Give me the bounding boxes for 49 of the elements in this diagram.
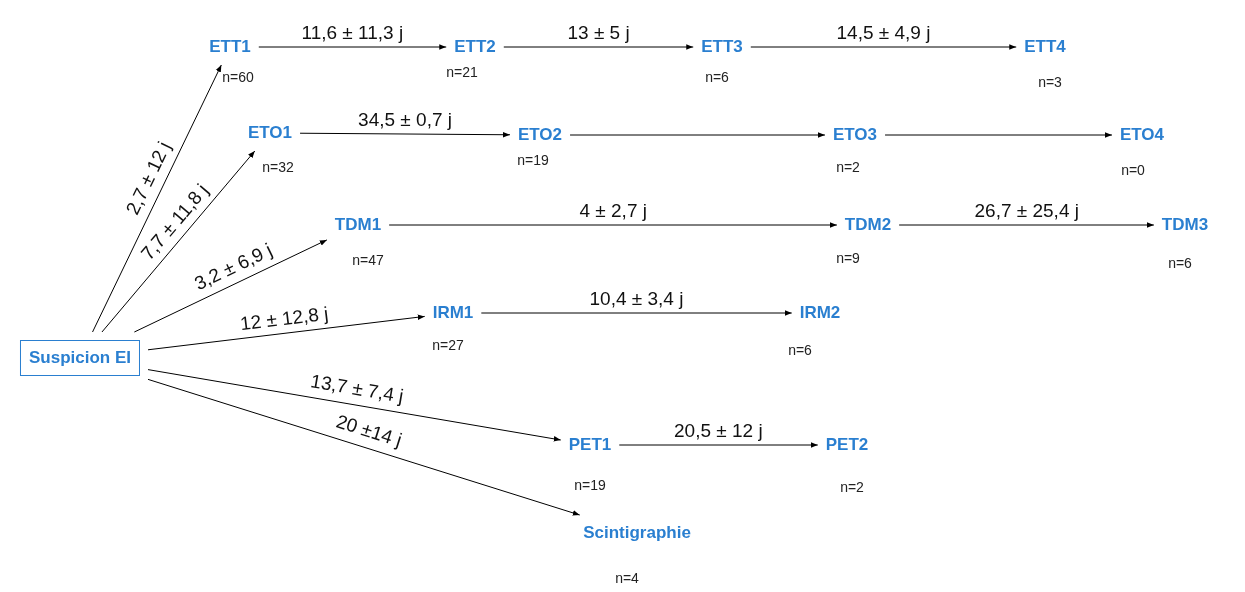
arrow <box>480 310 793 316</box>
arrow <box>101 150 256 333</box>
node-label: ETT1 <box>207 35 253 59</box>
arrow <box>884 132 1113 138</box>
arrow <box>147 369 562 442</box>
count-label: n=9 <box>836 250 860 266</box>
node-label: Scintigraphie <box>581 521 693 545</box>
arrow <box>92 64 222 333</box>
count-label: n=32 <box>262 159 294 175</box>
node-label: ETO2 <box>515 123 565 147</box>
count-label: n=6 <box>1168 255 1192 271</box>
arrow <box>898 222 1155 228</box>
start-box: Suspicion EI <box>20 340 140 376</box>
count-label: n=27 <box>432 337 464 353</box>
count-label: n=47 <box>352 252 384 268</box>
count-label: n=6 <box>788 342 812 358</box>
count-label: n=21 <box>446 64 478 80</box>
node-label: PET1 <box>566 433 614 457</box>
node-label: TDM2 <box>842 213 894 237</box>
arrow <box>147 314 426 351</box>
count-label: n=3 <box>1038 74 1062 90</box>
node-label: PET2 <box>823 433 871 457</box>
arrow <box>618 442 819 448</box>
node-label: ETO1 <box>245 121 295 145</box>
node-label: TDM1 <box>332 213 384 237</box>
arrow <box>299 131 511 138</box>
arrow <box>503 44 694 50</box>
node-label: ETT4 <box>1022 35 1068 59</box>
node-label: IRM1 <box>430 301 476 325</box>
node-label: ETO4 <box>1117 123 1167 147</box>
count-label: n=60 <box>222 69 254 85</box>
node-label: ETO3 <box>830 123 880 147</box>
count-label: n=4 <box>615 570 639 586</box>
count-label: n=2 <box>840 479 864 495</box>
node-label: ETT3 <box>699 35 745 59</box>
count-label: n=0 <box>1121 162 1145 178</box>
arrow <box>388 222 838 228</box>
count-label: n=6 <box>705 69 729 85</box>
count-label: n=2 <box>836 159 860 175</box>
count-label: n=19 <box>574 477 606 493</box>
arrow <box>133 239 328 333</box>
arrow <box>750 44 1017 50</box>
node-label: TDM3 <box>1159 213 1211 237</box>
node-label: IRM2 <box>797 301 843 325</box>
arrow <box>569 132 826 138</box>
arrow <box>258 44 447 50</box>
node-label: ETT2 <box>452 35 498 59</box>
count-label: n=19 <box>517 152 549 168</box>
arrow <box>147 378 581 516</box>
